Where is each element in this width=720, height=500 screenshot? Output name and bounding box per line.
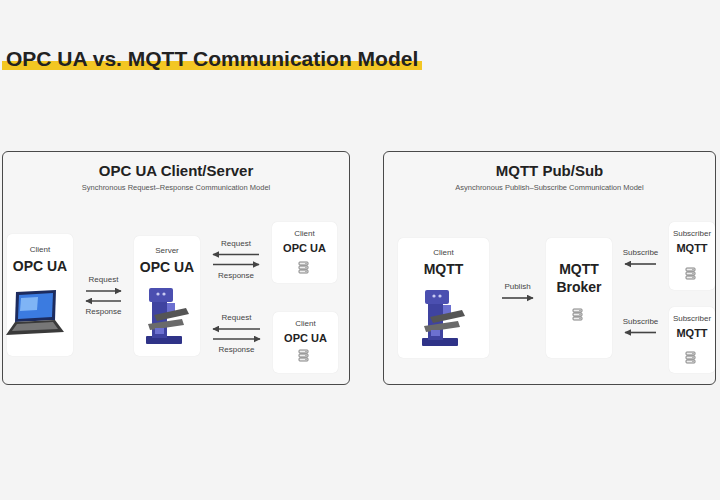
edge-label: Response	[54, 307, 154, 317]
edge-label: Request	[186, 239, 286, 249]
node-heading: MQTT Broker	[546, 261, 612, 296]
server-icon	[686, 352, 695, 363]
connector-arrow	[213, 338, 260, 340]
node-heading: Client	[272, 228, 337, 239]
connector-arrow	[86, 300, 121, 302]
laptop-illustration	[6, 290, 64, 335]
component-box: ClientOPC UA	[272, 222, 337, 283]
server-icon	[573, 309, 582, 320]
connector-arrow	[625, 332, 656, 334]
node-text: OPC UA	[134, 259, 200, 277]
server-icon	[299, 350, 308, 361]
node-heading: Client	[273, 318, 338, 329]
node-text: Synchronous Request–Response Communicati…	[3, 182, 349, 193]
node-text: OPC UA	[272, 242, 337, 256]
node-heading: Client	[398, 247, 489, 258]
node-text: OPC UA	[7, 258, 73, 276]
node-heading: Client	[7, 244, 73, 255]
node-heading: MQTT Pub/Sub	[384, 161, 715, 180]
component-box: ClientOPC UA	[273, 312, 338, 373]
diagram-title: OPC UA vs. MQTT Communication Model	[2, 46, 422, 72]
node-heading: Server	[134, 245, 200, 256]
node-heading: OPC UA Client/Server	[3, 161, 349, 180]
machine-illustration	[146, 288, 189, 344]
connector-arrow	[502, 297, 533, 299]
edge-label: Response	[187, 345, 287, 355]
edge-label: Subscribe	[591, 317, 691, 327]
edge-label: Request	[54, 275, 154, 285]
node-heading: Subscriber	[669, 313, 715, 324]
node-text: MQTT	[669, 242, 715, 256]
node-text: MQTT	[669, 327, 715, 341]
node-text: OPC UA	[273, 332, 338, 346]
connector-arrow	[86, 290, 121, 292]
edge-label: Request	[187, 313, 287, 323]
component-box: SubscriberMQTT	[669, 307, 715, 373]
component-box: ClientMQTT	[398, 238, 489, 358]
group-panel: OPC UA Client/ServerSynchronous Request–…	[2, 151, 350, 385]
connector-arrow	[213, 254, 259, 256]
component-box: MQTT Broker	[546, 238, 612, 358]
group-panel: MQTT Pub/SubAsynchronous Publish–Subscri…	[383, 151, 716, 385]
server-icon	[299, 262, 308, 273]
edge-label: Subscribe	[591, 248, 691, 258]
edge-label: Response	[186, 271, 286, 281]
connector-arrow	[213, 328, 260, 330]
component-box: ServerOPC UA	[134, 236, 200, 356]
node-text: MQTT	[398, 261, 489, 279]
edge-label: Publish	[468, 282, 568, 292]
component-box: SubscriberMQTT	[669, 222, 715, 290]
connector-arrow	[625, 263, 656, 265]
node-heading: Subscriber	[669, 228, 715, 239]
node-text: Asynchronous Publish–Subscribe Communica…	[384, 182, 715, 193]
component-box: ClientOPC UA	[7, 234, 73, 356]
server-icon	[686, 268, 695, 279]
machine-illustration	[422, 290, 465, 346]
connector-arrow	[213, 264, 259, 266]
